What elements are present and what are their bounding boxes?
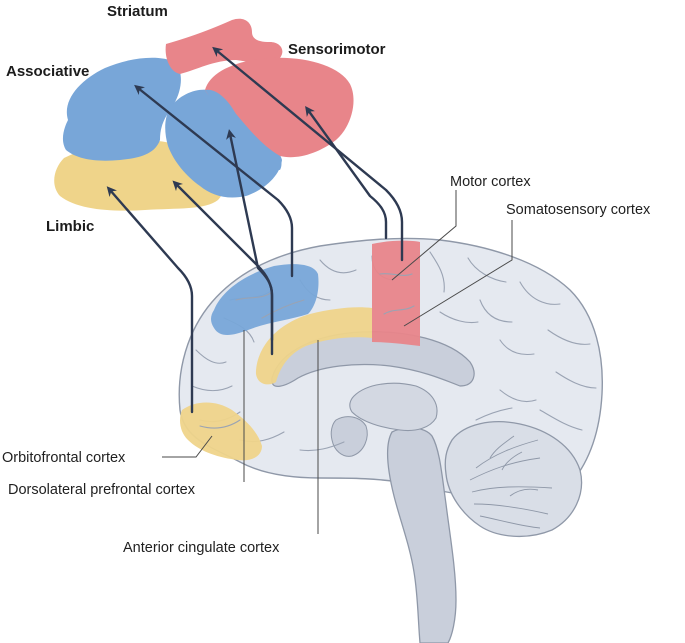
midbrain-region — [330, 416, 368, 457]
somatosensory-cortex-label: Somatosensory cortex — [506, 202, 651, 218]
striatum-shape-icon — [54, 18, 354, 211]
thalamus — [349, 382, 438, 432]
sensorimotor-label: Sensorimotor — [288, 41, 386, 58]
arrow-acc-to-limbic — [172, 180, 274, 356]
cortical-regions — [180, 240, 420, 461]
striatum-title: Striatum — [107, 3, 168, 20]
leader-somato — [403, 220, 513, 327]
dlpfc-region — [211, 264, 319, 335]
motor-somato-region — [372, 240, 420, 346]
acc-region — [256, 307, 372, 385]
arrow-somato-to-sensorimotor — [305, 105, 388, 240]
brain-stem — [386, 427, 457, 643]
label-leaders — [162, 190, 513, 534]
arrow-ofc-to-limbic — [106, 186, 194, 414]
projection-arrows — [106, 46, 404, 414]
cerebellum-arbor — [469, 435, 553, 529]
associative-label: Associative — [6, 63, 89, 80]
striatum-associative-overlap — [205, 89, 282, 170]
leader-motor — [391, 190, 457, 281]
motor-cortex-label: Motor cortex — [450, 174, 531, 190]
region-folds — [199, 273, 415, 429]
brain-cerebellum — [444, 421, 583, 538]
striatum-associative-region — [62, 57, 181, 161]
leader-ofc — [162, 435, 213, 458]
anterior-cingulate-cortex-label: Anterior cingulate cortex — [123, 540, 280, 556]
limbic-label: Limbic — [46, 218, 94, 235]
arrow-dlpfc-to-associative — [134, 84, 294, 278]
arrow-motor-to-sensorimotor-tail — [212, 46, 404, 262]
ofc-region — [180, 402, 262, 461]
striatum-associative-lobe — [165, 89, 282, 198]
dorsolateral-cortex-label: Dorsolateral prefrontal cortex — [8, 482, 196, 498]
orbitofrontal-cortex-label: Orbitofrontal cortex — [2, 450, 126, 466]
